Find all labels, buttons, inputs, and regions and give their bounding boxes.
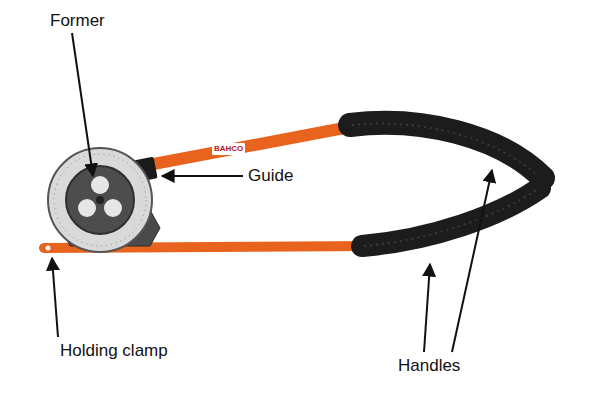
leader-arrow [424, 264, 430, 352]
leader-arrow [162, 175, 243, 177]
former-hub [66, 166, 134, 234]
leader-arrow [52, 258, 58, 337]
handle-joint [535, 174, 551, 190]
degree-marks [54, 154, 146, 246]
upper-grip [350, 123, 543, 178]
leader-arrow [452, 170, 492, 352]
grip-texture [364, 190, 536, 246]
former-hole [91, 176, 109, 194]
part-label: Guide [248, 166, 293, 186]
clamp-hole [46, 246, 51, 251]
part-label: Former [50, 11, 105, 31]
lower-grip [362, 188, 540, 246]
brand-logo: BAHCO [212, 143, 245, 155]
leader-arrow [72, 33, 93, 176]
former-hole [104, 199, 122, 217]
part-label: Handles [398, 356, 460, 376]
former-pivot [96, 196, 104, 204]
grip-texture [352, 124, 540, 178]
part-label: Holding clamp [60, 341, 168, 361]
former-hole [78, 199, 96, 217]
former-disc [48, 148, 152, 252]
